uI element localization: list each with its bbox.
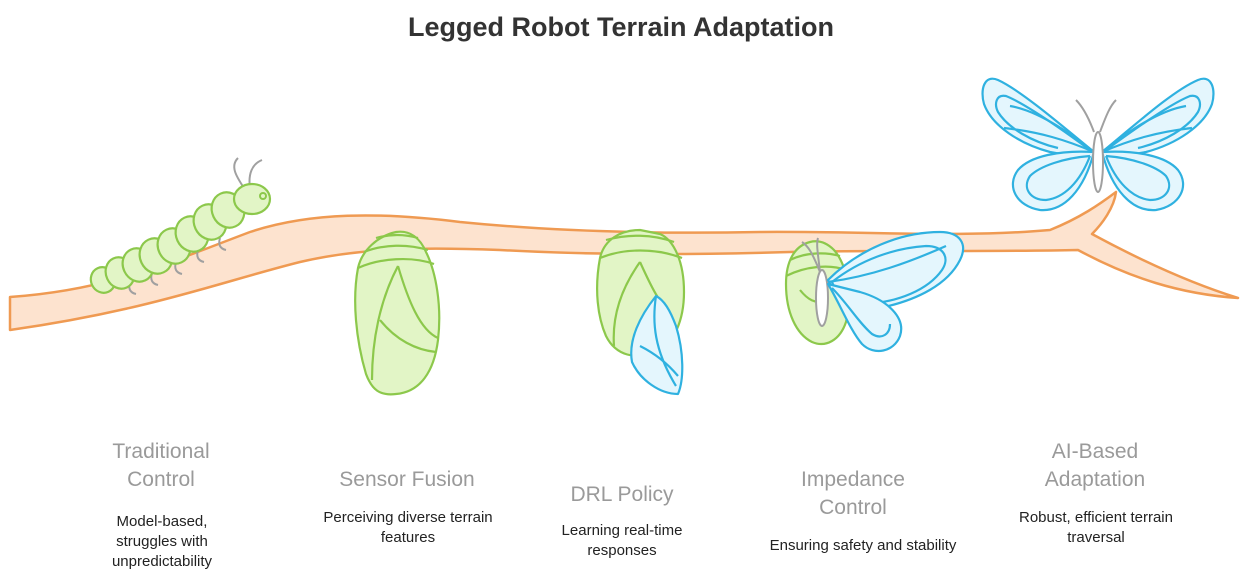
branch (8, 190, 1240, 332)
stage-description: Perceiving diverse terrain features (323, 509, 493, 546)
stage-heading: AI-Based Adaptation (1044, 440, 1146, 491)
stage-description: Robust, efficient terrain traversal (1019, 509, 1173, 546)
stage-heading: DRL Policy (570, 483, 674, 506)
emerging-butterfly-icon (784, 230, 965, 353)
caterpillar-icon (89, 157, 272, 295)
stage-description: Learning real-time responses (561, 522, 683, 559)
stage-heading: Traditional Control (112, 440, 210, 491)
stage-heading: Sensor Fusion (339, 468, 475, 491)
stage-description: Ensuring safety and stability (769, 537, 957, 554)
stage-heading: Impedance Control (801, 468, 905, 519)
stage-description: Model-based, struggles with unpredictabi… (111, 513, 213, 570)
page-title: Legged Robot Terrain Adaptation (408, 12, 834, 42)
butterfly-icon (981, 77, 1215, 212)
cocoon-with-wing-icon (596, 228, 686, 396)
cocoon-icon (354, 230, 441, 396)
